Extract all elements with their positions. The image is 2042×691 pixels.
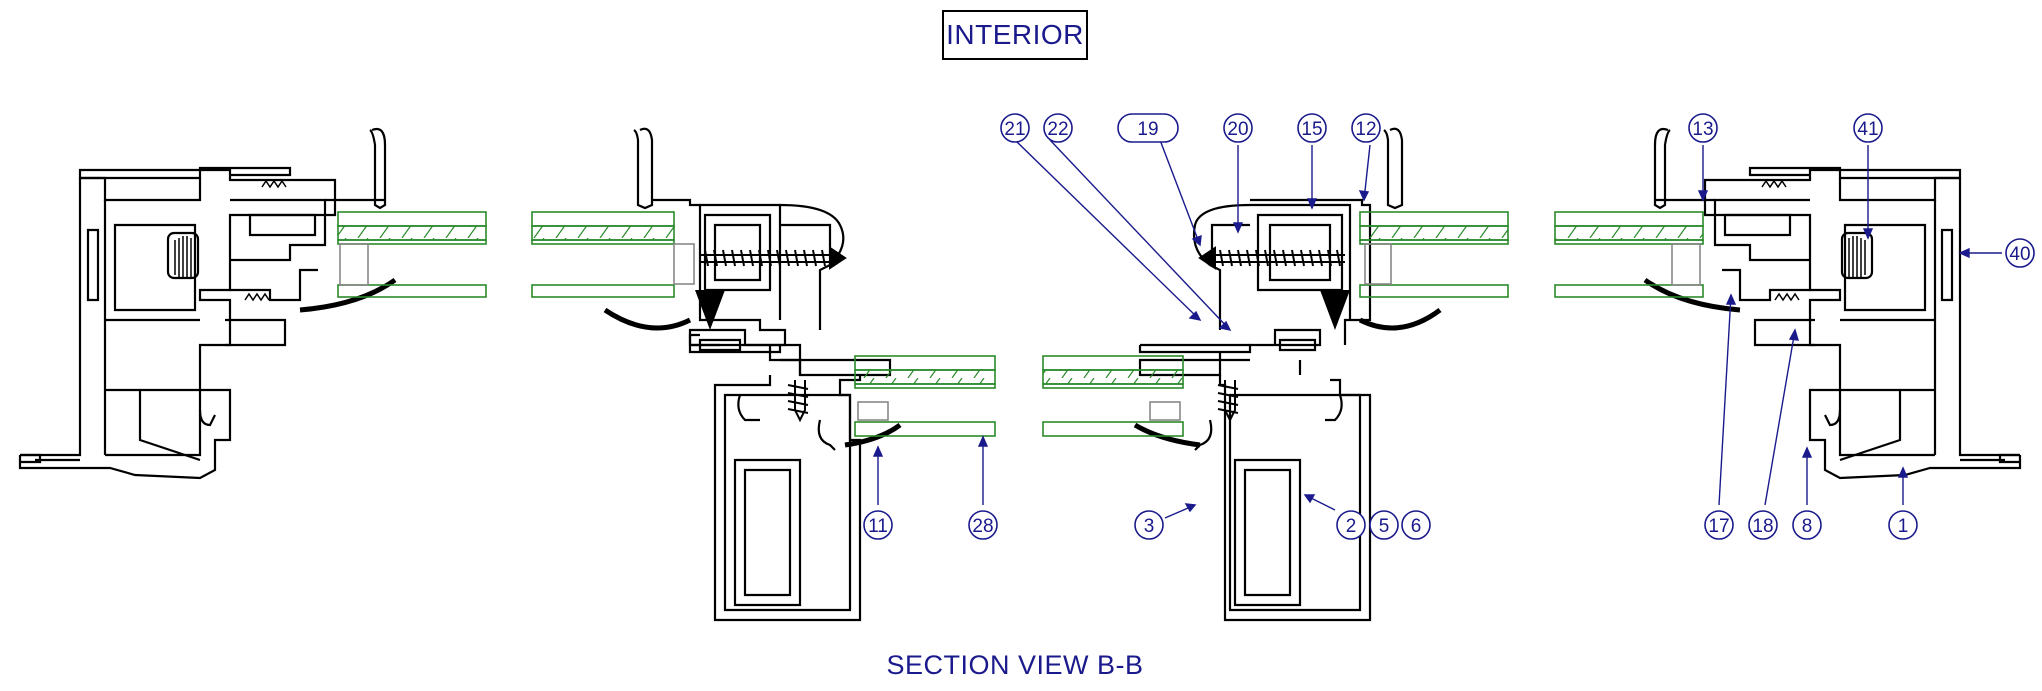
callout-6: [1401, 510, 1431, 540]
section-caption: SECTION VIEW B-B: [886, 650, 1144, 680]
callout-2-label: 2: [1346, 516, 1357, 537]
callout-20: [1223, 113, 1253, 143]
callout-17: [1704, 510, 1734, 540]
interior-label: INTERIOR: [946, 19, 1084, 50]
callout-11-label: 11: [868, 516, 888, 537]
right-center-glass-lower: [1042, 355, 1184, 437]
callout-21-label: 21: [1004, 119, 1025, 140]
callout-21: [1000, 113, 1030, 143]
left-center-gasket: [603, 307, 692, 331]
callout-28-label: 28: [972, 516, 993, 537]
left-center-sash: [633, 127, 892, 622]
right-frame-profile: [1653, 127, 2022, 480]
callout-15: [1297, 113, 1327, 143]
callout-5-label: 5: [1379, 516, 1390, 537]
callout-8: [1792, 510, 1822, 540]
callout-balloons: [863, 113, 2035, 540]
left-center-screw: [700, 246, 847, 423]
callout-2: [1336, 510, 1366, 540]
left-spring-details: [174, 179, 287, 302]
right-center-wedge-gasket: [1320, 290, 1350, 330]
left-glass-unit: [337, 211, 487, 298]
callout-41: [1853, 113, 1883, 143]
left-center-wedge-gasket: [695, 290, 725, 330]
callout-18: [1748, 510, 1778, 540]
callout-5: [1369, 510, 1399, 540]
callout-28: [968, 510, 998, 540]
callout-15-label: 15: [1301, 119, 1322, 140]
right-center-glass-upper: [1359, 211, 1509, 298]
callout-8-label: 8: [1802, 516, 1813, 537]
right-center-lower-gasket: [1133, 422, 1201, 448]
callout-40-label: 40: [2009, 244, 2030, 265]
left-center-glass-lower: [854, 355, 996, 437]
callout-22-label: 22: [1047, 119, 1068, 140]
right-glass-unit: [1554, 211, 1704, 298]
callout-41-label: 41: [1857, 119, 1878, 140]
callout-40: [2005, 238, 2035, 268]
interior-label-box: INTERIOR: [942, 10, 1088, 60]
callout-18-label: 18: [1752, 516, 1773, 537]
callout-3: [1134, 510, 1164, 540]
left-frame-profile: [18, 127, 387, 480]
callout-13: [1688, 113, 1718, 143]
callout-12: [1351, 113, 1381, 143]
right-center-screw: [1198, 246, 1345, 423]
callout-19-label: 19: [1137, 119, 1158, 140]
callout-20-label: 20: [1227, 119, 1248, 140]
left-center-lower-gasket: [844, 422, 902, 448]
callout-11: [863, 510, 893, 540]
leader-lines: [872, 139, 2002, 519]
callout-labels: 21 22 19 20 15 12 13 41 40 11 28 3 2 5 6…: [868, 119, 2030, 537]
callout-1-label: 1: [1898, 516, 1909, 537]
callout-22: [1043, 113, 1073, 143]
callout-13-label: 13: [1692, 119, 1713, 140]
callout-1: [1888, 510, 1918, 540]
left-center-glass-upper: [531, 211, 695, 298]
callout-17-label: 17: [1708, 516, 1729, 537]
right-center-gasket: [1358, 307, 1442, 331]
callout-6-label: 6: [1411, 516, 1422, 537]
callout-3-label: 3: [1144, 516, 1155, 537]
callout-19: [1117, 113, 1179, 143]
right-spring-details: [1761, 179, 1866, 302]
callout-12-label: 12: [1355, 119, 1376, 140]
